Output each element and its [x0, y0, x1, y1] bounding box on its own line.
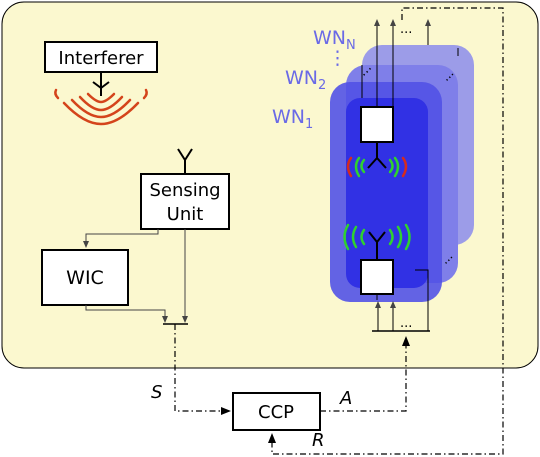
- sensing-unit-block: Sensing Unit: [140, 173, 230, 230]
- lower-node: [360, 259, 394, 295]
- wn-2-label: WN2: [285, 67, 326, 93]
- signal-r-path: [268, 7, 504, 455]
- signal-a-path: [320, 336, 410, 412]
- wic-label: WIC: [66, 267, 104, 289]
- wn-input-lines: [372, 269, 430, 332]
- wn-dots-vertical: ⋮: [328, 47, 347, 69]
- sensing-unit-label-line1: Sensing: [149, 180, 220, 201]
- signal-r-label: R: [312, 430, 325, 451]
- interferer-label: Interferer: [58, 48, 144, 69]
- interferer-waves-icon: [54, 88, 148, 126]
- signal-s-path: [174, 324, 231, 415]
- ccp-block: CCP: [232, 392, 321, 431]
- sensing-to-wic-link: [83, 229, 188, 325]
- upper-antenna-icon: [367, 157, 387, 169]
- wn-1-label: WN1: [272, 106, 313, 132]
- wn-n-label: WNN: [313, 27, 356, 53]
- upper-waves-icon: [346, 156, 408, 178]
- sensing-unit-antenna-icon: [177, 148, 193, 174]
- interferer-antenna-icon: [92, 81, 110, 96]
- wic-block: WIC: [41, 249, 129, 306]
- ccp-label: CCP: [258, 402, 294, 423]
- signal-s-label: S: [151, 382, 162, 403]
- wn-stack: [330, 45, 474, 302]
- upper-node: [360, 106, 394, 158]
- wn-output-lines: [361, 19, 459, 107]
- top-ellipsis: ...: [400, 22, 412, 37]
- bottom-ellipsis: ...: [400, 316, 412, 331]
- signal-a-label: A: [339, 388, 352, 409]
- sensing-unit-label-line2: Unit: [167, 204, 204, 225]
- wn-1-core: [346, 98, 428, 288]
- interferer-block: Interferer: [44, 41, 158, 88]
- lower-antenna-icon: [368, 231, 386, 260]
- lower-waves-icon: [343, 223, 411, 251]
